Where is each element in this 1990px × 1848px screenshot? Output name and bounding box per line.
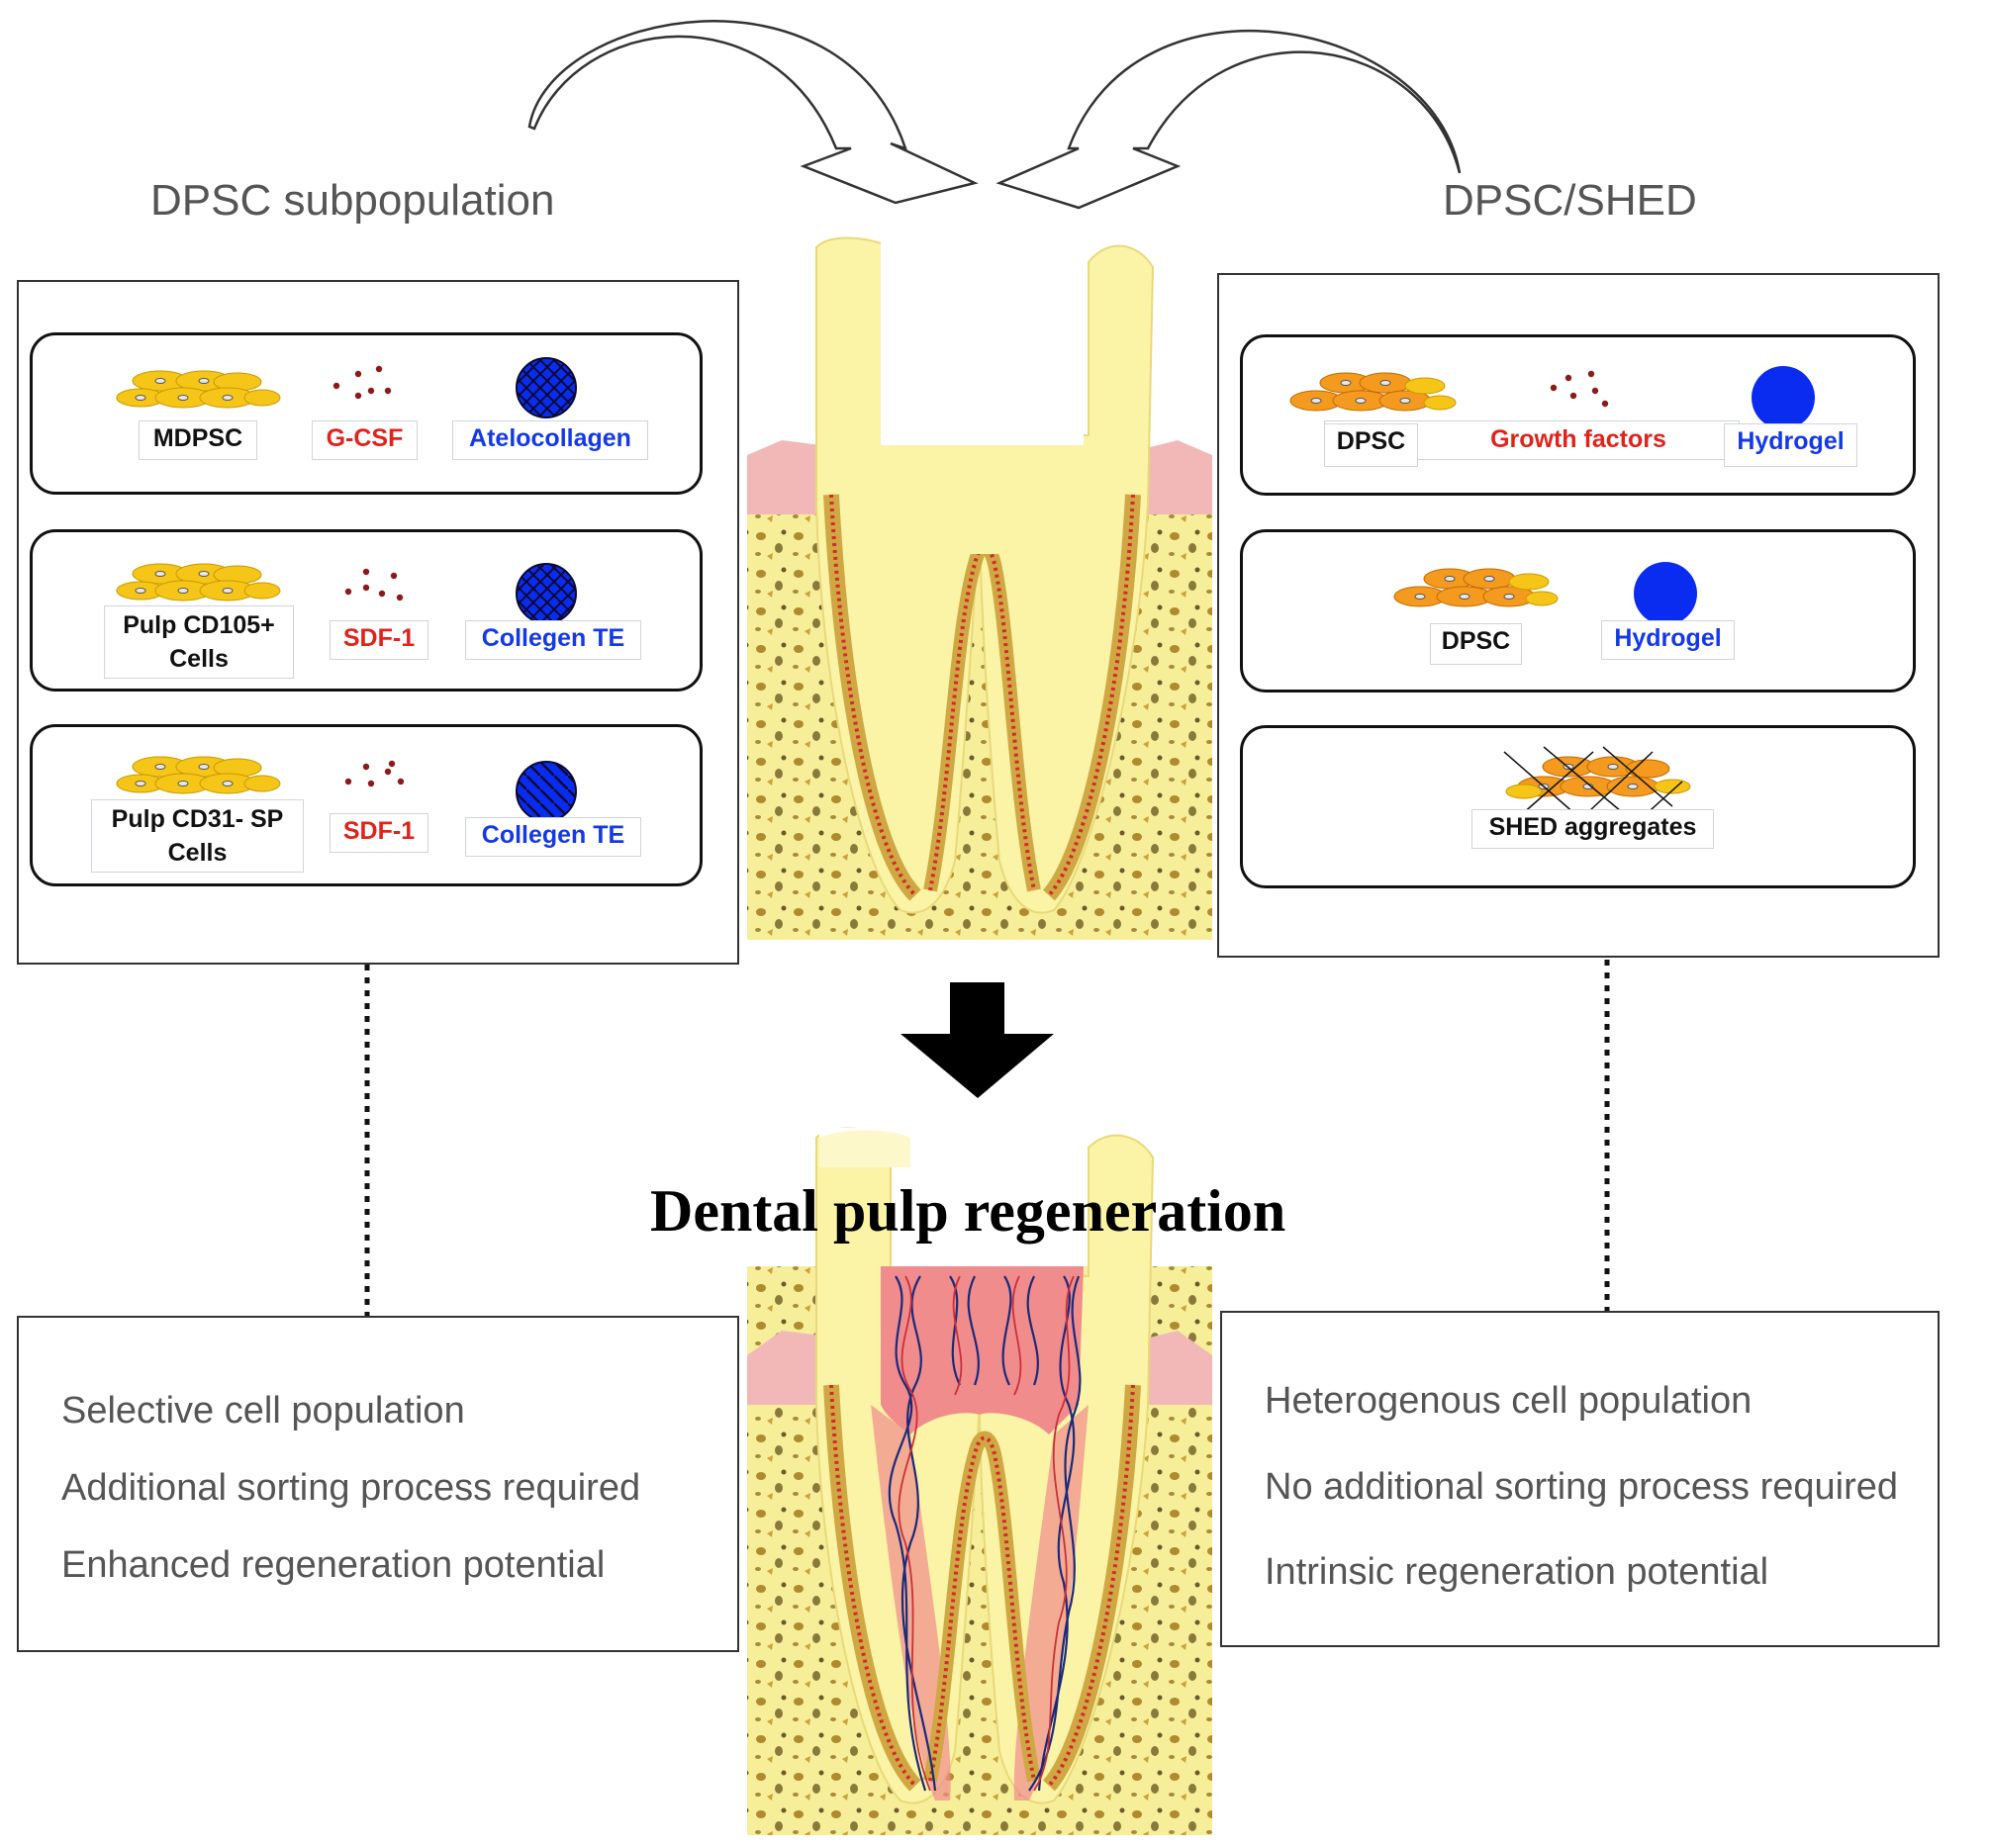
- growth-factor-dots-icon: [332, 365, 392, 400]
- hydrogel-sphere-icon: [1634, 562, 1697, 625]
- hydrogel-sphere-icon: [1752, 366, 1815, 429]
- orange-cell-cluster-icon: [1393, 568, 1559, 607]
- right-row-3: [1240, 725, 1916, 888]
- right-note-3: Intrinsic regeneration potential: [1265, 1551, 1769, 1593]
- right-curved-arrow: [995, 30, 1462, 210]
- left-note-3: Enhanced regeneration potential: [61, 1544, 606, 1586]
- orange-cell-cluster-icon: [1289, 372, 1457, 412]
- right-row-1-scaffold: Hydrogel: [1724, 423, 1857, 467]
- right-notes-box: [1220, 1311, 1940, 1647]
- right-row-2-cells: DPSC: [1430, 623, 1522, 665]
- cell-cluster-icon: [116, 370, 281, 409]
- left-row-3-cells: Pulp CD31- SP Cells: [91, 799, 304, 873]
- down-arrow: [900, 982, 1054, 1098]
- cell-aggregate-icon: [1503, 746, 1691, 827]
- right-row-1-factor: Growth factors: [1490, 425, 1666, 453]
- right-row-2-scaffold: Hydrogel: [1601, 620, 1735, 660]
- left-row-3-scaffold: Collegen TE: [465, 817, 641, 857]
- cell-cluster-icon: [116, 563, 281, 601]
- cell-cluster-icon: [116, 756, 281, 794]
- growth-factor-dots-icon: [344, 760, 405, 787]
- growth-factor-dots-icon: [344, 568, 404, 601]
- left-heading: DPSC subpopulation: [150, 176, 555, 225]
- growth-factor-dots-icon: [1550, 370, 1609, 408]
- upper-tooth-illustration: [747, 236, 1212, 940]
- left-row-1-cells: MDPSC: [139, 420, 257, 460]
- left-row-3-factor: SDF-1: [330, 813, 428, 853]
- left-row-2-factor: SDF-1: [330, 620, 428, 660]
- main-title: Dental pulp regeneration: [650, 1178, 1286, 1244]
- left-notes-box: [17, 1316, 739, 1652]
- right-row-3-cells: SHED aggregates: [1471, 809, 1714, 849]
- left-row-2-cells: Pulp CD105+ Cells: [104, 605, 294, 679]
- right-note-1: Heterogenous cell population: [1265, 1380, 1753, 1422]
- left-note-2: Additional sorting process required: [61, 1467, 641, 1509]
- right-heading: DPSC/SHED: [1443, 176, 1697, 225]
- left-row-1-factor: G-CSF: [312, 420, 418, 460]
- right-row-1-cells: DPSC: [1324, 423, 1418, 467]
- left-row-2-scaffold: Collegen TE: [465, 620, 641, 660]
- left-note-1: Selective cell population: [61, 1390, 465, 1432]
- lower-tooth-illustration: [747, 1127, 1212, 1835]
- left-row-1-scaffold: Atelocollagen: [452, 420, 648, 460]
- crosshatch-scaffold-icon: [516, 357, 577, 418]
- left-curved-arrow: [527, 20, 979, 205]
- right-note-2: No additional sorting process required: [1265, 1466, 1899, 1508]
- right-row-2: [1240, 529, 1916, 693]
- left-row-1: [30, 332, 703, 495]
